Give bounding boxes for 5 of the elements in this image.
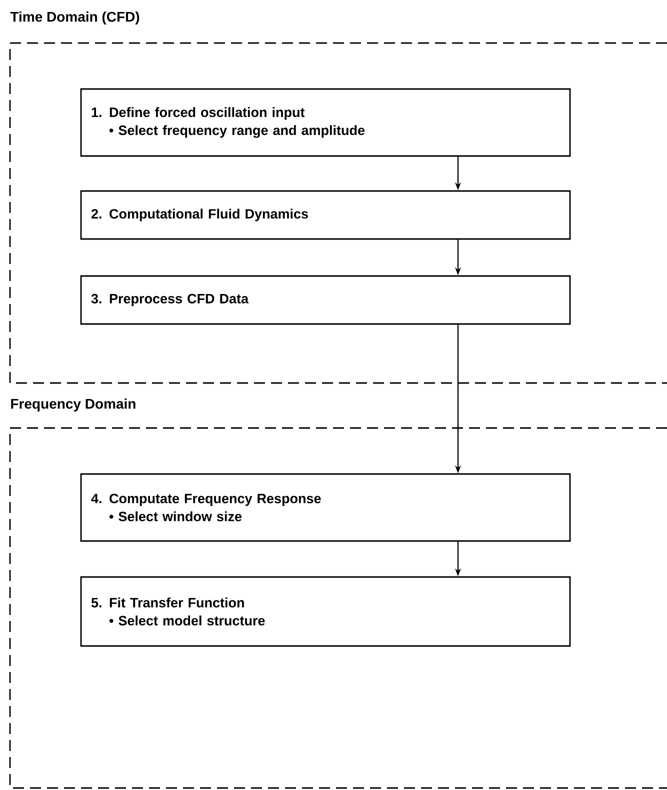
process-box: 5. Fit Transfer Function • Select model structure [80, 576, 571, 647]
process-box: 2. Computational Fluid Dynamics [80, 190, 571, 240]
process-box: 3. Preprocess CFD Data [80, 275, 571, 325]
process-box: 1. Define forced oscillation input • Select frequency range and amplitude [80, 88, 571, 157]
process-box: 4. Computate Frequency Response • Select window size [80, 473, 571, 542]
